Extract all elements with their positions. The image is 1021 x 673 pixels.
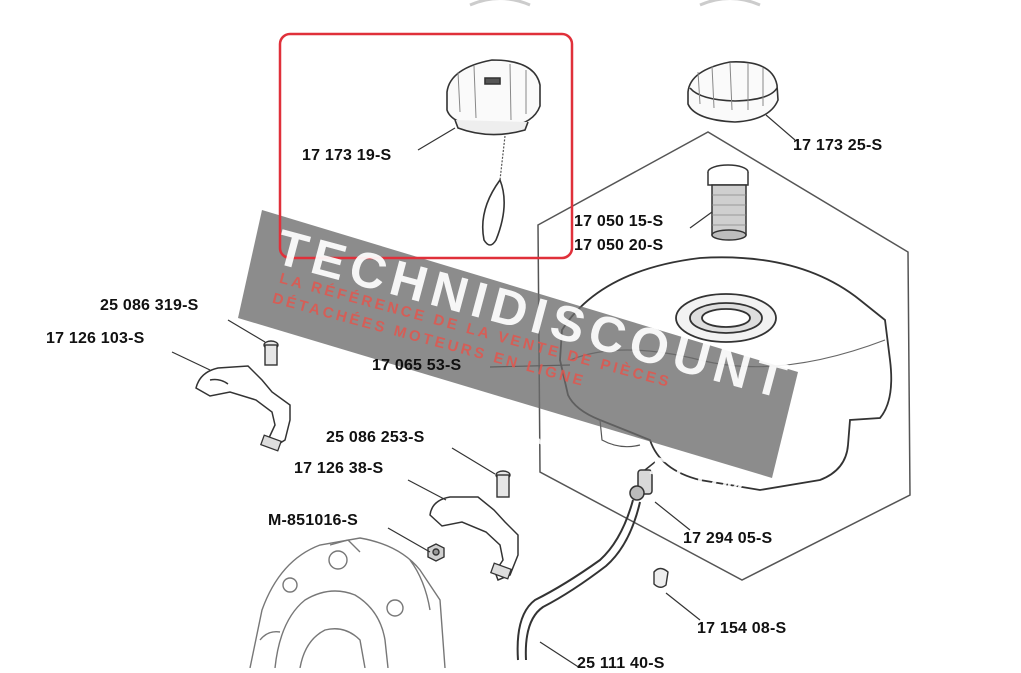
label-strainer-a: 17 050 15-S (574, 213, 664, 230)
label-fuel-tank: 17 065 53-S (372, 357, 462, 374)
engine-block-illustration (249, 537, 446, 668)
fuel-valve (629, 461, 656, 501)
fuel-hose (516, 499, 641, 661)
stud-upper (259, 434, 283, 452)
label-hose-clamp: 17 154 08-S (697, 620, 787, 637)
fuel-cap-plain (687, 61, 779, 123)
flange-nut (427, 543, 445, 562)
label-bracket-lower: 17 126 38-S (294, 460, 384, 477)
label-screw-upper: 25 086 319-S (100, 297, 199, 314)
tank-assembly-frame (537, 131, 911, 581)
label-bracket-upper: 17 126 103-S (46, 330, 145, 347)
label-strainer-b: 17 050 20-S (574, 237, 664, 254)
highlight-box (278, 32, 574, 260)
label-fuel-hose: 25 111 40-S (577, 655, 665, 672)
watermark-band (238, 210, 798, 478)
screw-lower (495, 470, 511, 498)
label-fuel-cap-plain: 17 173 25-S (793, 137, 883, 154)
label-fuel-valve: 17 294 05-S (683, 530, 773, 547)
label-fuel-cap-with-strap: 17 173 19-S (302, 147, 392, 164)
hose-clamp (653, 567, 669, 588)
bracket-lower (429, 496, 519, 581)
cropped-top-art (469, 0, 761, 7)
label-screw-lower: 25 086 253-S (326, 429, 425, 446)
fuel-cap-with-strap (446, 59, 541, 246)
screw-upper (263, 340, 279, 366)
fuel-strainer (707, 164, 749, 241)
bracket-upper (195, 365, 291, 450)
stud-lower (489, 562, 513, 580)
label-flange-nut: M-851016-S (268, 512, 359, 529)
